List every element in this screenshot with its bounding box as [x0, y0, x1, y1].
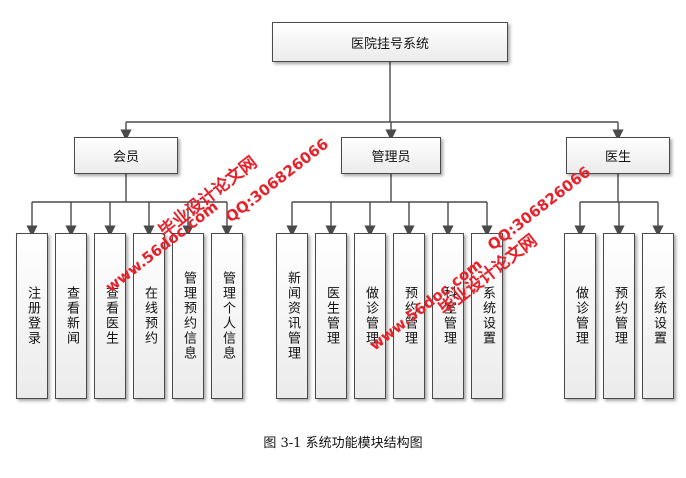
leaf-node: 预约管理	[393, 233, 425, 399]
leaf-node: 管理预约信息	[172, 233, 204, 399]
leaf-node: 查看新闻	[55, 233, 87, 399]
leaf-node: 注册登录	[16, 233, 48, 399]
group-node-admin: 管理员	[341, 137, 441, 174]
figure-caption: 图 3-1 系统功能模块结构图	[263, 436, 423, 451]
leaf-node: 科室管理	[432, 233, 464, 399]
group-node-member: 会员	[74, 137, 178, 174]
leaf-node: 医生管理	[315, 233, 347, 399]
leaf-node: 做诊管理	[564, 233, 596, 399]
leaf-node: 管理个人信息	[211, 233, 243, 399]
leaf-node: 系统设置	[471, 233, 503, 399]
group-node-doctor: 医生	[566, 137, 670, 174]
leaf-node: 新闻资讯管理	[276, 233, 308, 399]
leaf-node: 在线预约	[133, 233, 165, 399]
leaf-node: 做诊管理	[354, 233, 386, 399]
leaf-node: 查看医生	[94, 233, 126, 399]
root-node: 医院挂号系统	[272, 22, 508, 62]
leaf-node: 系统设置	[642, 233, 674, 399]
leaf-node: 预约管理	[603, 233, 635, 399]
